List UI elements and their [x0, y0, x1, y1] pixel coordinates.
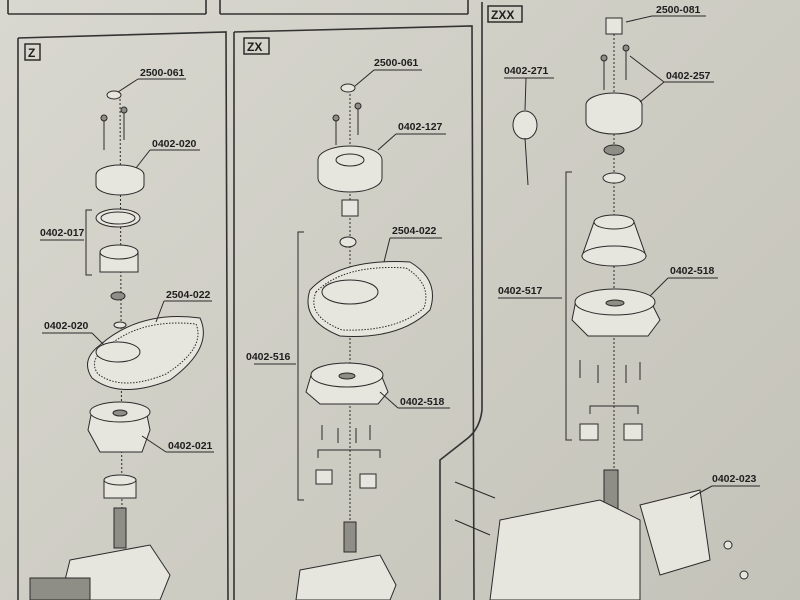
- label-z-2500-061: 2500-061: [140, 67, 185, 79]
- part-labels: 2500-061 0402-020 0402-017 2504-022 0402…: [40, 4, 757, 485]
- label-zxx-0402-023: 0402-023: [712, 473, 757, 485]
- label-zxx-0402-271: 0402-271: [504, 65, 549, 77]
- label-z-0402-020-bottom: 0402-020: [44, 320, 89, 332]
- label-zxx-2500-081: 2500-081: [656, 4, 701, 16]
- label-zx-0402-518: 0402-518: [400, 396, 445, 408]
- label-z-2504-022: 2504-022: [166, 289, 211, 301]
- leader-lines: [40, 15, 760, 501]
- section-title-zx: ZX: [243, 37, 270, 55]
- section-title-z: Z: [24, 43, 41, 61]
- label-zx-2504-022: 2504-022: [392, 225, 437, 237]
- section-title-zxx-text: ZXX: [491, 8, 514, 22]
- section-title-z-text: Z: [28, 46, 35, 60]
- zxx-parts: [454, 17, 749, 600]
- panel-frames: [7, 0, 483, 600]
- label-z-0402-021: 0402-021: [168, 440, 213, 452]
- label-z-0402-017: 0402-017: [40, 227, 85, 239]
- label-zx-0402-127: 0402-127: [398, 121, 443, 133]
- label-zx-0402-516: 0402-516: [246, 351, 291, 363]
- label-zxx-0402-257: 0402-257: [666, 70, 711, 82]
- zx-parts: [295, 83, 433, 600]
- label-zxx-0402-518: 0402-518: [670, 265, 715, 277]
- z-parts: [29, 90, 204, 600]
- label-zx-2500-061: 2500-061: [374, 57, 419, 69]
- label-zxx-0402-517: 0402-517: [498, 285, 543, 297]
- section-title-zxx: ZXX: [487, 5, 523, 23]
- label-z-0402-020-top: 0402-020: [152, 138, 197, 150]
- section-title-zx-text: ZX: [247, 40, 262, 54]
